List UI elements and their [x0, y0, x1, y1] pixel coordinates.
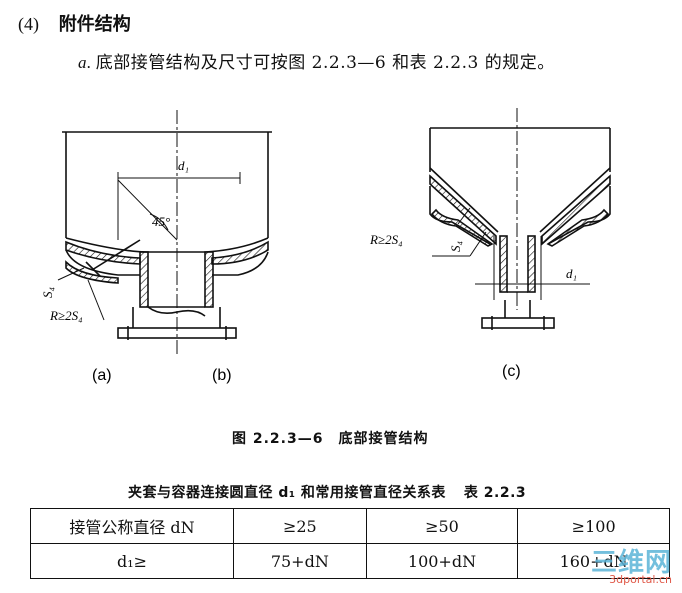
table-row: d₁≥ 75+dN 100+dN 160+dN: [30, 543, 670, 579]
jacket-diagonal: [91, 239, 141, 271]
watermark-sub: 3dportal.cn: [609, 573, 672, 586]
angle-arc: [149, 213, 169, 231]
leader-r-c-2: [469, 231, 487, 257]
watermark-main: 三维网: [590, 548, 672, 578]
flange-ab: [117, 327, 237, 339]
jacket-left: [65, 249, 140, 276]
jacket-bottom-hatch-left-c: [430, 208, 494, 247]
label-s4-left: S₄: [40, 287, 55, 299]
cone-inner-left: [429, 167, 499, 233]
jacket-bottom-hatch: [65, 260, 119, 284]
jacket-bottom-hatch-right-c: [546, 208, 610, 247]
table-cell: 75+dN: [233, 543, 367, 579]
section-number: (4): [18, 14, 39, 34]
flange-c: [481, 317, 555, 329]
table-cell: 160+dN: [517, 543, 670, 579]
inner-dish: [65, 237, 269, 253]
nozzle-wall-left: [139, 251, 149, 308]
drawing-ab: [57, 110, 272, 355]
leader-s4-c: [457, 207, 471, 225]
table-cell: ≥100: [517, 508, 670, 544]
label-r-left: R≥2S₄: [49, 308, 83, 323]
pipe-break: [147, 306, 206, 317]
jacket-hatch-left-c: [429, 174, 497, 246]
relation-table: 接管公称直径 dN ≥25 ≥50 ≥100 d₁≥ 75+dN 100+dN …: [30, 508, 670, 579]
paragraph-label: a.: [78, 53, 92, 72]
label-d1-left: d₁: [178, 158, 189, 173]
table-number: 表 2.2.3: [463, 485, 527, 501]
sub-label-c: (c): [502, 363, 521, 380]
nozzle-wall-right-c: [527, 235, 536, 293]
nozzle-wall-left-c: [499, 235, 508, 293]
section-heading: (4) 附件结构: [18, 10, 131, 36]
table-row-head: d₁≥: [30, 543, 234, 579]
cone-inner-right: [539, 167, 611, 233]
section-title: 附件结构: [58, 14, 131, 35]
label-s4-right: S₄: [448, 241, 463, 253]
table-cell: ≥25: [233, 508, 367, 544]
nozzle-wall-right: [204, 251, 214, 308]
sub-label-b: (b): [212, 367, 232, 384]
bottom-nozzle-figure: d₁ 45° S₄ R≥2S₄ R≥2S₄ S₄ d₁ (a) (b) (c): [40, 108, 611, 384]
jacket-hatch-right-c: [541, 174, 611, 246]
label-d1-right: d₁: [566, 266, 577, 281]
table-row-head: 接管公称直径 dN: [30, 508, 234, 544]
label-angle: 45°: [152, 214, 170, 229]
leader-s4: [57, 267, 85, 281]
angle-45-line: [117, 179, 178, 241]
jacket-wall-hatch-left: [65, 240, 141, 265]
table-cell: ≥50: [365, 508, 519, 544]
table-caption-text: 夹套与容器连接圆直径 d₁ 和常用接管直径关系表: [128, 485, 446, 501]
label-r-right: R≥2S₄: [369, 232, 403, 247]
paragraph: a.底部接管结构及尺寸可按图 2.2.3—6 和表 2.2.3 的规定。: [78, 48, 555, 73]
table-caption: 夹套与容器连接圆直径 d₁ 和常用接管直径关系表 表 2.2.3: [128, 482, 526, 502]
figure-caption: 图 2.2.3—6 底部接管结构: [232, 431, 429, 447]
jacket-diagonal-2: [85, 261, 101, 277]
watermark: 三维网 3dportal.cn: [591, 542, 672, 586]
table-row: 接管公称直径 dN ≥25 ≥50 ≥100: [30, 508, 670, 544]
table-cell: 100+dN: [365, 543, 519, 579]
jacket-wall-hatch-right: [211, 240, 269, 265]
jacket-right: [212, 251, 269, 276]
paragraph-text: 底部接管结构及尺寸可按图 2.2.3—6 和表 2.2.3 的规定。: [95, 53, 555, 73]
drawing-c: [429, 108, 611, 330]
sub-label-a: (a): [92, 367, 112, 384]
leader-r: [87, 279, 105, 321]
